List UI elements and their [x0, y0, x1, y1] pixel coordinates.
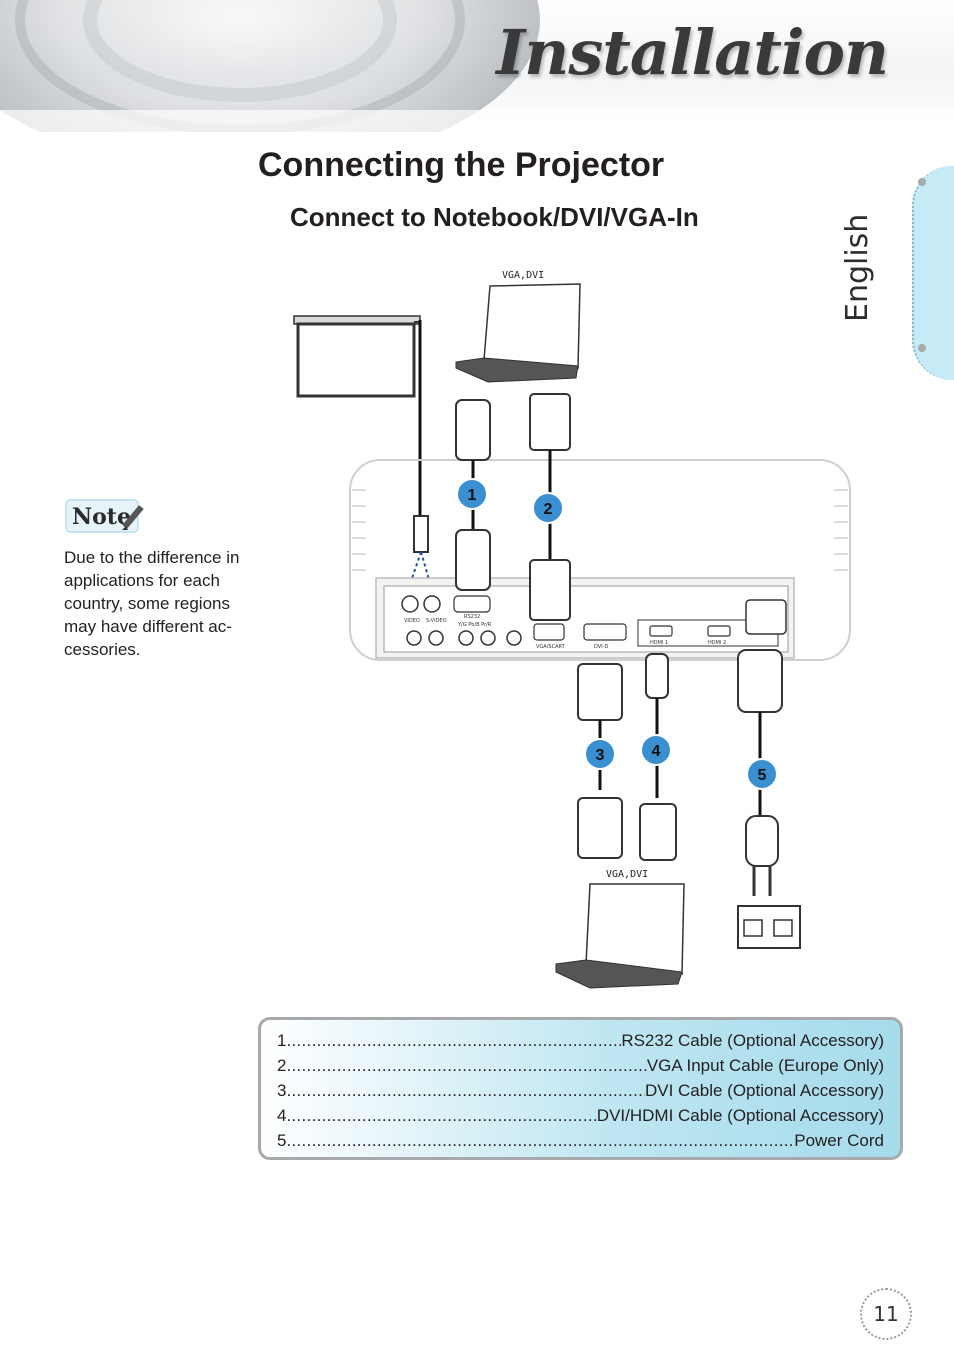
page-title: Connecting the Projector: [258, 146, 665, 184]
cable-legend: 1 RS232 Cable (Optional Accessory) 2 VGA…: [258, 1017, 903, 1160]
top-notebook: [455, 283, 581, 383]
io-panel: VIDEO S-VIDEO RS232 Y/G Pb/B Pr/R VGA/SC…: [401, 595, 787, 650]
power-cord: [737, 649, 801, 949]
legend-number: 5: [277, 1131, 287, 1150]
svg-text:1: 1: [468, 487, 477, 504]
svg-text:HDMI 2: HDMI 2: [708, 640, 726, 646]
legend-text: RS232 Cable (Optional Accessory): [621, 1031, 884, 1050]
marker-3: 3: [584, 738, 616, 770]
legend-text: VGA Input Cable (Europe Only): [646, 1056, 884, 1075]
lens-graphic: [0, 0, 954, 132]
marker-1: 1: [456, 478, 488, 510]
leader-dots: [286, 1103, 596, 1128]
legend-row: 2 VGA Input Cable (Europe Only): [277, 1053, 884, 1078]
marker-2: 2: [532, 492, 564, 524]
note-badge: Note: [65, 499, 144, 533]
marker-4: 4: [640, 734, 672, 766]
svg-text:5: 5: [758, 767, 767, 784]
legend-row: 1 RS232 Cable (Optional Accessory): [277, 1028, 884, 1053]
svg-text:RS232: RS232: [464, 614, 480, 620]
leader-dots: [286, 1053, 646, 1078]
language-tab-dot-bottom: [918, 344, 926, 352]
header-title: Installation: [496, 16, 889, 89]
pencil-icon: [122, 505, 144, 530]
leader-dots: [286, 1078, 644, 1103]
section-title: Connect to Notebook/DVI/VGA-In: [290, 202, 699, 232]
legend-text: DVI/HDMI Cable (Optional Accessory): [596, 1106, 884, 1125]
svg-text:Y/G Pb/B Pr/R: Y/G Pb/B Pr/R: [457, 622, 492, 628]
legend-number: 1: [277, 1031, 287, 1050]
svg-text:HDMI 1: HDMI 1: [650, 640, 668, 646]
dvi-cable: [577, 663, 623, 859]
legend-text: Power Cord: [794, 1131, 884, 1150]
legend-row: 4 DVI/HDMI Cable (Optional Accessory): [277, 1103, 884, 1128]
projection-screen: [293, 315, 421, 398]
legend-number: 2: [277, 1056, 287, 1075]
bottom-device-label: VGA,DVI: [606, 869, 648, 880]
legend-number: 3: [277, 1081, 287, 1100]
note-text: Due to the difference in applications fo…: [64, 548, 240, 659]
svg-text:2: 2: [544, 501, 553, 518]
svg-text:VIDEO: VIDEO: [404, 618, 420, 624]
svg-text:VGA/SCART: VGA/SCART: [536, 644, 566, 650]
trigger-plug: [413, 515, 429, 553]
leader-dots: [286, 1028, 621, 1053]
leader-dots: [286, 1128, 794, 1153]
svg-text:3: 3: [596, 747, 605, 764]
bottom-notebook: [555, 883, 685, 989]
top-device-label: VGA,DVI: [502, 270, 544, 281]
svg-text:4: 4: [652, 743, 661, 760]
note-badge-label: Note: [72, 504, 131, 530]
marker-5: 5: [746, 758, 778, 790]
header-banner: Installation: [0, 0, 954, 132]
language-tab-dot-top: [918, 178, 926, 186]
connection-diagram: VGA,DVI VIDEO S-VIDEO RS232 Y/G Pb/B: [293, 270, 851, 989]
legend-text: DVI Cable (Optional Accessory): [644, 1081, 884, 1100]
vga-cable: [529, 393, 571, 621]
svg-text:DVI-D: DVI-D: [594, 644, 608, 650]
dvi-hdmi-cable: [639, 653, 677, 861]
legend-row: 3 DVI Cable (Optional Accessory): [277, 1078, 884, 1103]
legend-number: 4: [277, 1106, 287, 1125]
page-number-badge: 11: [860, 1288, 912, 1340]
page-number: 11: [873, 1302, 899, 1326]
svg-text:S-VIDEO: S-VIDEO: [426, 618, 447, 624]
legend-row: 5 Power Cord: [277, 1128, 884, 1153]
